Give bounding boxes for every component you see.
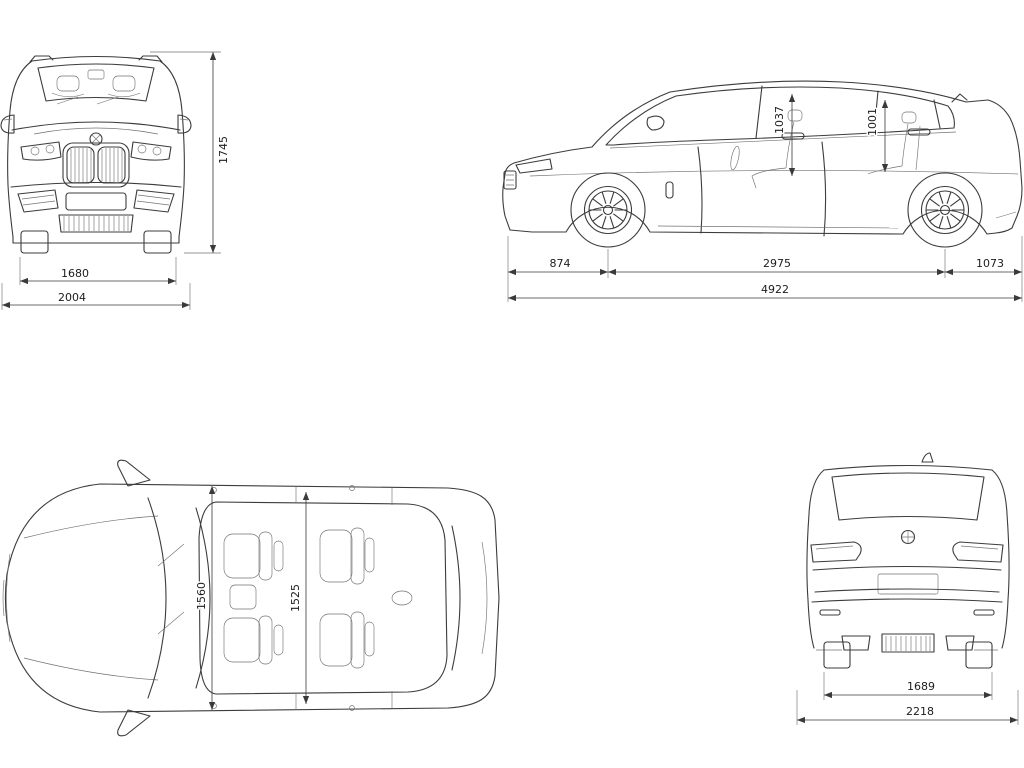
side-view: 1037 1001 874 2975 1073 4922: [502, 80, 1023, 302]
side-view-car: [502, 80, 1023, 248]
top-view-seats: [223, 527, 375, 669]
dim-front-interior-width: 1560: [195, 582, 208, 610]
dim-front-headroom: 1037: [773, 106, 786, 134]
dim-front-overhang: 874: [550, 257, 571, 270]
rear-view-car: [806, 452, 1010, 669]
top-view-dimensions: 1560 1525: [194, 486, 310, 710]
front-view-car: [0, 55, 192, 254]
dim-track-width: 1680: [61, 267, 89, 280]
dim-wheelbase: 2975: [763, 257, 791, 270]
dim-rear-headroom: 1001: [866, 108, 879, 136]
dim-overall-width-rear: 2218: [906, 705, 934, 718]
dim-overall-length: 4922: [761, 283, 789, 296]
dim-width-with-mirrors: 2004: [58, 291, 86, 304]
front-view-dimensions: 1745 1680 2004: [1, 51, 232, 310]
dim-rear-overhang: 1073: [976, 257, 1004, 270]
dim-overall-height: 1745: [217, 136, 230, 164]
side-view-dimensions: 1037 1001 874 2975 1073 4922: [507, 94, 1023, 302]
front-view: 1745 1680 2004: [0, 51, 232, 310]
rear-view: 1689 2218: [796, 452, 1019, 725]
top-view: 1560 1525: [2, 459, 500, 737]
top-view-car: [2, 459, 500, 737]
rear-view-dimensions: 1689 2218: [796, 672, 1019, 725]
dim-rear-interior-width: 1525: [289, 584, 302, 612]
antenna-fin: [921, 452, 934, 463]
dim-rear-track: 1689: [907, 680, 935, 693]
